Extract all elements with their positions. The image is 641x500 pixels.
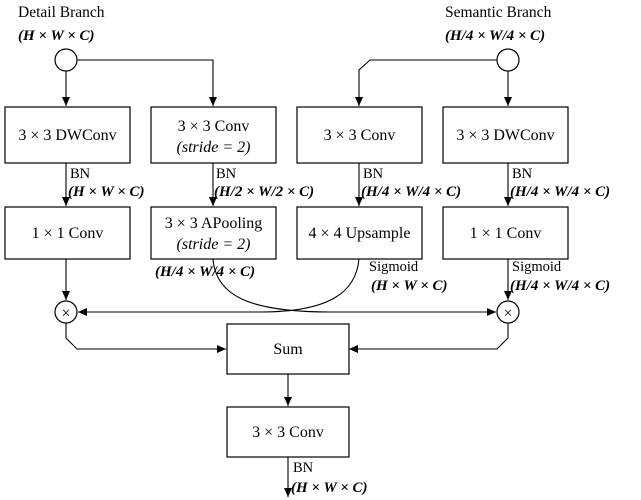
detail-pool-label-2: (stride = 2) [177, 236, 251, 253]
output-dim-label: (H × W × C) [291, 480, 368, 496]
bn-dim-3: (H/4 × W/4 × C) [361, 184, 461, 200]
right-multiply-symbol: × [503, 305, 512, 322]
semantic-conv-box [296, 106, 423, 164]
edge-right-multiply-to-sum [349, 323, 509, 353]
detail-conv-label-2: (stride = 2) [177, 139, 251, 156]
output-bn-label: BN [293, 460, 314, 476]
detail-1x1-label: 1 × 1 Conv [32, 225, 104, 242]
detail-pool-box [150, 206, 277, 260]
semantic-upsample-box [296, 206, 423, 260]
detail-dwconv-label: 3 × 3 DWConv [18, 127, 116, 144]
left-multiply-symbol: × [61, 305, 70, 322]
pool-dim-label: (H/4 × W/4 × C) [155, 264, 255, 280]
bn-dim-4: (H/4 × W/4 × C) [510, 184, 610, 200]
detail-pool-label-1: 3 × 3 APooling [165, 215, 262, 232]
semantic-upsample-label: 4 × 4 Upsample [309, 225, 411, 242]
edge-semantic-split-left [355, 59, 497, 106]
semantic-1x1-box [442, 206, 569, 260]
semantic-dwconv-box [442, 106, 569, 164]
detail-dwconv-box [4, 106, 131, 164]
edge-detail-split-right [77, 59, 217, 106]
detail-conv-label-1: 3 × 3 Conv [178, 118, 250, 135]
sum-label: Sum [273, 341, 303, 358]
detail-conv-box [150, 106, 277, 164]
output-conv-label: 3 × 3 Conv [252, 424, 324, 441]
edge-left-multiply-to-sum [65, 323, 226, 353]
detail-branch-dim: (H × W × C) [18, 28, 95, 44]
sigmoid-dim-1: (H × W × C) [371, 278, 448, 294]
edge-upsample-to-left-multiply [78, 258, 360, 316]
semantic-branch-title: Semantic Branch [445, 4, 552, 21]
bn-dim-2: (H/2 × W/2 × C) [214, 184, 314, 200]
bn-dim-1: (H × W × C) [68, 184, 145, 200]
sigmoid-label-2: Sigmoid [512, 259, 562, 275]
semantic-branch-dim: (H/4 × W/4 × C) [445, 28, 545, 44]
edge-pool-to-right-multiply [212, 258, 496, 316]
sum-box [226, 323, 350, 375]
sigmoid-label-1: Sigmoid [369, 259, 419, 275]
semantic-1x1-label: 1 × 1 Conv [470, 225, 542, 242]
detail-1x1-box [4, 206, 131, 260]
detail-split-node [54, 48, 78, 72]
semantic-dwconv-label: 3 × 3 DWConv [456, 127, 554, 144]
bn-label-3: BN [363, 166, 384, 182]
bn-label-4: BN [512, 166, 533, 182]
sigmoid-dim-2: (H/4 × W/4 × C) [510, 278, 610, 294]
semantic-conv-label: 3 × 3 Conv [324, 127, 396, 144]
output-conv-box [226, 406, 350, 458]
detail-branch-title: Detail Branch [18, 4, 105, 21]
bn-label-1: BN [70, 166, 91, 182]
bn-label-2: BN [216, 166, 237, 182]
semantic-split-node [496, 48, 520, 72]
